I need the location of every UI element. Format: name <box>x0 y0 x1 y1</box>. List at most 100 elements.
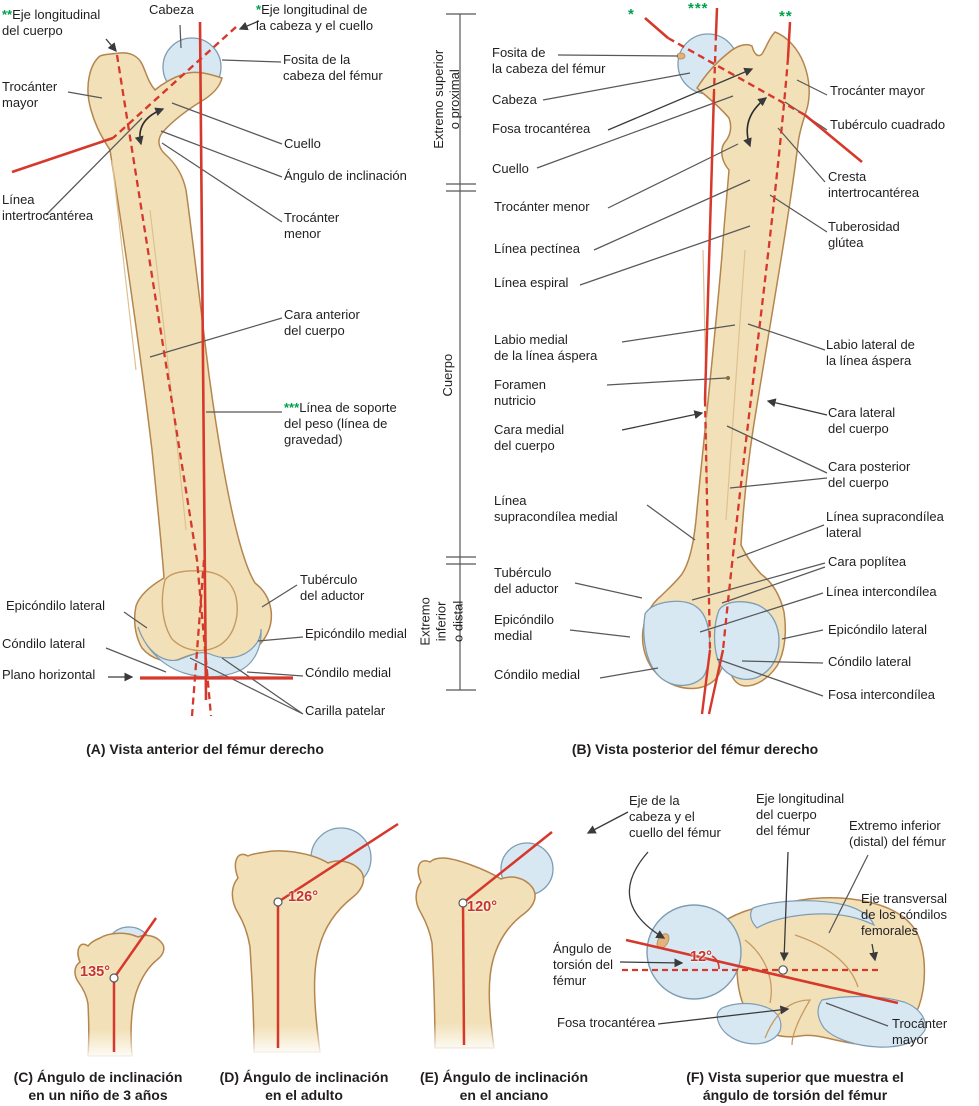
label-labio-lateral-b: Labio lateral de la línea áspera <box>826 337 915 368</box>
asterisk-three-b: *** <box>688 0 709 17</box>
distal-axis-dashed-a <box>190 559 206 717</box>
label-trocanter-menor-a: Trocánter menor <box>284 210 340 241</box>
angle-vertex-d <box>273 897 283 907</box>
headneck-axis-solid-b <box>644 17 863 164</box>
label-eje-cabeza-cuello-f: Eje de la cabeza y el cuello del fémur <box>629 793 721 840</box>
arrow-to-e-axis <box>586 811 629 834</box>
body-axis-tip-b <box>786 21 792 59</box>
figure-e-elderly-femur <box>415 831 554 1053</box>
nutrient-foramen-dot <box>726 376 730 380</box>
inclination-angle-arrow-a <box>134 107 165 146</box>
label-carilla-patelar-a: Carilla patelar <box>305 703 386 718</box>
headneck-axis-solid-a <box>11 136 114 174</box>
caption-figure-d: (D) Ángulo de inclinación en el adulto <box>219 1069 389 1104</box>
label-cara-poplitea-b: Cara poplítea <box>828 554 907 569</box>
caption-figure-f: (F) Vista superior que muestra el ángulo… <box>686 1069 904 1104</box>
label-epicondilo-medial-a: Epicóndilo medial <box>305 626 407 641</box>
bracket-label-extremo-inferior: Extremo inferior o distal <box>417 597 466 646</box>
asterisks-green: *** <box>284 400 300 415</box>
label-fosita-b: Fosita de la cabeza del fémur <box>492 45 606 76</box>
label-angulo-inclinacion-a: Ángulo de inclinación <box>284 168 407 183</box>
label-trocanter-mayor-f: Trocánter mayor <box>892 1016 948 1047</box>
headneck-axis-f <box>625 938 899 1005</box>
angle-value-child: 135° <box>80 964 110 980</box>
fovea-b <box>676 52 686 60</box>
trochanter-contours-f <box>744 934 859 1046</box>
label-tuberosidad-glutea-b: Tuberosidad glútea <box>828 219 900 250</box>
shaft-shading-a <box>111 159 187 531</box>
label-linea-supracondilea-medial-b: Línea supracondílea medial <box>494 493 618 524</box>
gravity-line-solid-b <box>703 7 719 401</box>
arrow-to-torsion-angle <box>619 958 684 968</box>
label-condilo-medial-a: Cóndilo medial <box>305 665 391 680</box>
arrow-to-trochanteric-fossa-f <box>657 1005 790 1025</box>
label-trocanter-mayor-b: Trocánter mayor <box>830 83 925 98</box>
arrow-to-medial-surface-b <box>621 410 704 431</box>
asterisk-one-b: * <box>628 6 635 23</box>
label-fosa-trocanterea-b: Fosa trocantérea <box>492 121 591 136</box>
label-linea-supracondilea-lateral-b: Línea supracondílea lateral <box>826 509 944 540</box>
label-tuberculo-aductor-b: Tubérculo del aductor <box>494 565 559 596</box>
label-condilo-lateral-b: Cóndilo lateral <box>828 654 912 669</box>
leader-lines-b <box>536 54 828 697</box>
label-epicondilo-lateral-a: Epicóndilo lateral <box>6 598 106 613</box>
body-axis-dashed-b <box>721 57 790 651</box>
curved-arrow-to-headneck-axis-f <box>628 851 666 939</box>
femoral-head-f <box>646 904 742 1000</box>
angle-value-adult: 126° <box>288 889 318 905</box>
label-cabeza-b: Cabeza <box>492 92 537 107</box>
label-plano-horizontal-a: Plano horizontal <box>2 667 96 682</box>
angle-value-torsion: 12° <box>690 949 712 965</box>
asterisks-green: ** <box>2 7 13 22</box>
lateral-condyle-cartilage-b <box>713 601 780 680</box>
fade-mask-c <box>84 1030 140 1060</box>
label-cara-posterior-b: Cara posterior del cuerpo <box>828 459 911 490</box>
figure-f-superior-view <box>586 811 926 1048</box>
headneck-axis-dashed-a <box>112 26 237 139</box>
angle-lines-c <box>112 917 158 1052</box>
inclination-angle-arrow-b <box>743 97 768 148</box>
label-linea-pectinea-b: Línea pectínea <box>494 241 581 256</box>
arrow-to-trochanteric-fossa-b <box>607 67 754 131</box>
label-cuello-a: Cuello <box>284 136 321 151</box>
figure-d-adult-femur <box>231 822 399 1056</box>
label-cresta-intertrocanterea-b: Cresta intertrocantérea <box>828 169 920 200</box>
femur-bone-c <box>74 932 165 1057</box>
label-eje-longitudinal-f: Eje longitudinal del cuerpo del fémur <box>756 791 845 838</box>
label-condilo-medial-b: Cóndilo medial <box>494 667 580 682</box>
region-bracket-b <box>446 13 476 691</box>
label-epicondilo-medial-b: Epicóndilo medial <box>494 612 554 643</box>
figure-c-child-femur <box>74 917 165 1060</box>
label-tuberculo-cuadrado-b: Tubérculo cuadrado <box>830 117 946 132</box>
axis-intersection-dot-f <box>778 965 788 975</box>
arrow-to-transverse-axis <box>869 943 879 962</box>
fade-mask-d <box>250 1026 326 1056</box>
femur-bone-e <box>415 857 536 1049</box>
label-cara-anterior-a: Cara anterior del cuerpo <box>284 307 360 338</box>
label-extremo-inferior-f: Extremo inferior (distal) del fémur <box>849 818 946 849</box>
label-linea-intercondilea-b: Línea intercondílea <box>826 584 937 599</box>
arrow-to-body-axis-f <box>779 851 789 962</box>
label-cuello-b: Cuello <box>492 161 529 176</box>
gravity-line-a <box>198 21 208 701</box>
asterisk-two-b: ** <box>779 8 793 25</box>
label-fosa-intercondilea-b: Fosa intercondílea <box>828 687 935 702</box>
condyle-cartilage-left-f <box>716 1002 782 1045</box>
label-fosa-trocanterea-f: Fosa trocantérea <box>557 1015 656 1030</box>
figure-b-posterior-femur <box>446 7 863 715</box>
angle-lines-d <box>276 822 399 1048</box>
leader-lines-f <box>825 854 889 1027</box>
label-epicondilo-lateral-b: Epicóndilo lateral <box>828 622 928 637</box>
torsion-angle-arc <box>711 955 720 970</box>
label-labio-medial-b: Labio medial de la línea áspera <box>494 332 598 363</box>
figure-a-anterior-femur <box>11 20 304 717</box>
headneck-axis-dashed-b <box>667 36 806 117</box>
angle-lines-e <box>461 831 553 1046</box>
gravity-line-dashed-b <box>703 33 718 651</box>
label-angulo-torsion-f: Ángulo de torsión del fémur <box>553 941 613 988</box>
angle-vertex-e <box>458 898 468 908</box>
bracket-label-cuerpo: Cuerpo <box>439 353 455 397</box>
label-linea-espiral-b: Línea espiral <box>494 275 569 290</box>
